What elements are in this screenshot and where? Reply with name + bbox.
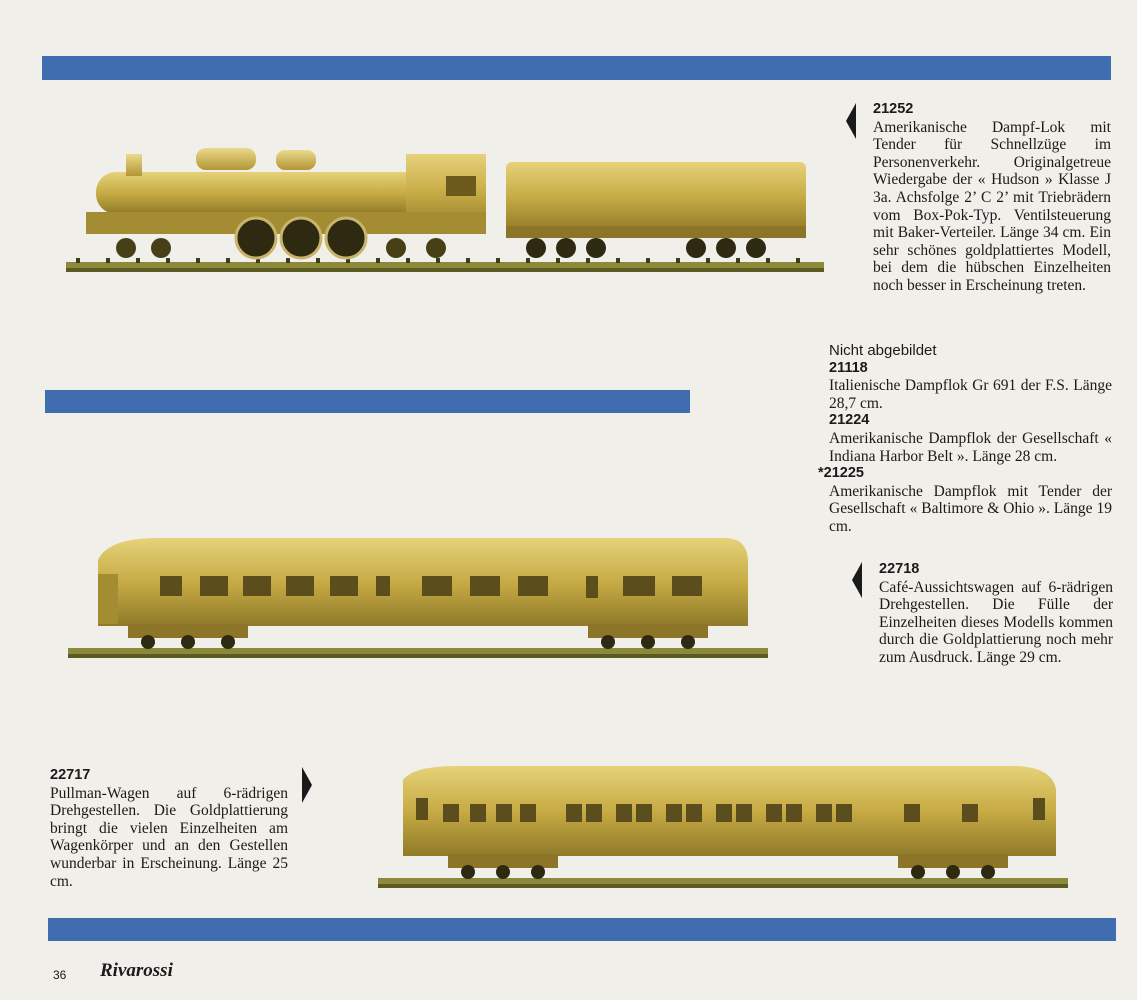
item-description: Pullman-Wagen auf 6-rädrigen Drehgestell…: [50, 784, 288, 890]
rivarossi-logo: Rivarossi: [100, 960, 173, 981]
item-22718-text: 22718 Café-Aussichtswagen auf 6-rädrigen…: [879, 561, 1113, 667]
item-description: Amerikanische Dampf-Lok mit Tender für S…: [873, 118, 1111, 294]
item-number: 21118: [829, 359, 868, 376]
not-shown-section: Nicht abgebildet 21118 Italienische Damp…: [818, 342, 1112, 536]
page-number: 36: [53, 968, 67, 982]
item-description: Amerikanische Dampflok der Gesellschaft …: [829, 429, 1112, 465]
item-description: Amerikanische Dampflok mit Tender der Ge…: [829, 482, 1112, 535]
item-number: 22718: [879, 561, 920, 577]
bottom-blue-bar: [48, 918, 1116, 941]
pointer-arrow-right-icon: [302, 767, 312, 803]
top-blue-bar: [42, 56, 1111, 80]
item-21252-text: 21252 Amerikanische Dampf-Lok mit Tender…: [873, 101, 1111, 295]
item-number: 21224: [829, 412, 870, 429]
not-shown-heading: Nicht abgebildet: [829, 342, 937, 359]
pullman-car-22717-image: [378, 766, 1068, 888]
item-number: 21252: [873, 101, 914, 117]
pointer-arrow-left-icon: [846, 103, 856, 139]
locomotive-21252-image: [66, 148, 824, 272]
pointer-arrow-left-icon: [852, 562, 862, 598]
item-22717-text: 22717 Pullman-Wagen auf 6-rädrigen Drehg…: [50, 767, 288, 890]
middle-blue-bar: [45, 390, 690, 413]
observation-car-22718-image: [68, 538, 768, 658]
item-number: 22717: [50, 767, 91, 783]
item-description: Italienische Dampflok Gr 691 der F.S. Lä…: [829, 377, 1112, 412]
item-description: Café-Aussichtswagen auf 6-rädrigen Drehg…: [879, 578, 1113, 666]
item-number: *21225: [818, 465, 864, 482]
